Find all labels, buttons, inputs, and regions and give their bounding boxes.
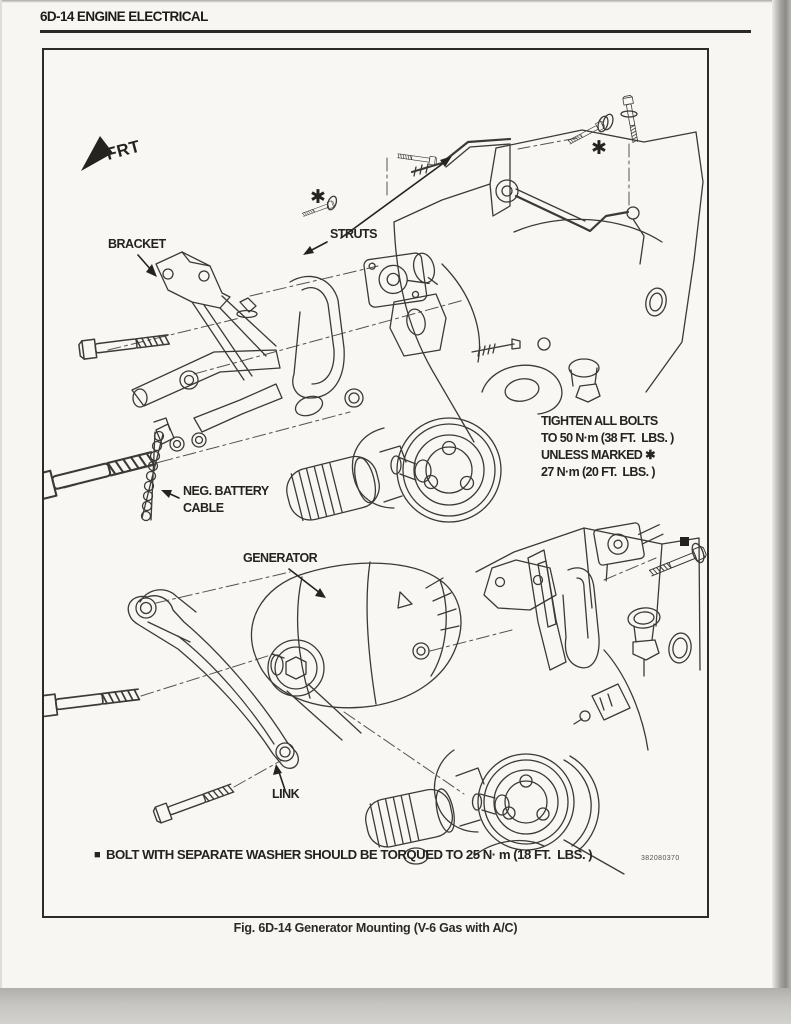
engine-block-lower [403,527,701,875]
header-rule [40,30,751,33]
strut-rods [410,137,645,265]
frt-arrow-icon: FRT [81,136,143,171]
bolts-upper [44,94,641,503]
centerlines-lower [140,557,657,795]
bottom-note-text: BOLT WITH SEPARATE WASHER SHOULD BE TORQ… [106,847,592,862]
generator-label: GENERATOR [243,551,318,565]
bracket-label: BRACKET [108,237,166,251]
figure-frame: FRT BRACKET STRUTS ✱ ✱ TIGHTEN ALL BOLTS… [42,48,709,918]
torque-note-line3: UNLESS MARKED ✱ [541,448,656,462]
generator-body [250,561,462,741]
bolts-lower [44,537,707,825]
bottom-note-square-marker: ■ [94,849,101,861]
torque-note-line4: 27 N·m (20 FT. LBS. ) [541,465,655,479]
neg-battery-cable-label-line1: NEG. BATTERY [183,484,270,498]
torque-note-line1: TIGHTEN ALL BOLTS [541,414,658,428]
link-arm [127,589,299,769]
scan-edge-top [0,0,791,3]
lower-view [44,522,707,875]
annotations: FRT BRACKET STRUTS ✱ ✱ TIGHTEN ALL BOLTS… [81,136,680,862]
frt-label: FRT [104,137,142,164]
torque-note-line2: TO 50 N·m (38 FT. LBS. ) [541,431,674,445]
scan-edge-bottom [0,988,791,1024]
torque-note: TIGHTEN ALL BOLTS TO 50 N·m (38 FT. LBS.… [541,414,675,479]
strut-bracket-mount [363,252,521,357]
figure-illustration: FRT BRACKET STRUTS ✱ ✱ TIGHTEN ALL BOLTS… [44,94,707,875]
battery-cable [140,417,171,522]
square-bolt-marker [680,537,689,546]
neg-battery-cable-label-line2: CABLE [183,501,224,515]
link-label: LINK [272,787,300,801]
rear-mount-parts [483,522,664,671]
upper-view [44,94,704,523]
scan-edge-right [772,0,791,1024]
scan-edge-left [0,0,2,1024]
asterisk-mark-mid: ✱ [310,187,326,208]
engine-block-upper [393,129,704,443]
bottom-note: ■ BOLT WITH SEPARATE WASHER SHOULD BE TO… [94,847,593,862]
figure-part-number: 382080370 [641,855,680,862]
water-pump-pulley-lower [365,749,600,851]
page-header: 6D-14 ENGINE ELECTRICAL [40,9,208,24]
asterisk-mark-top: ✱ [591,138,607,159]
water-pump-pulley-upper [286,417,502,523]
bracket-parts [131,251,364,452]
figure-caption: Fig. 6D-14 Generator Mounting (V-6 Gas w… [233,921,518,935]
